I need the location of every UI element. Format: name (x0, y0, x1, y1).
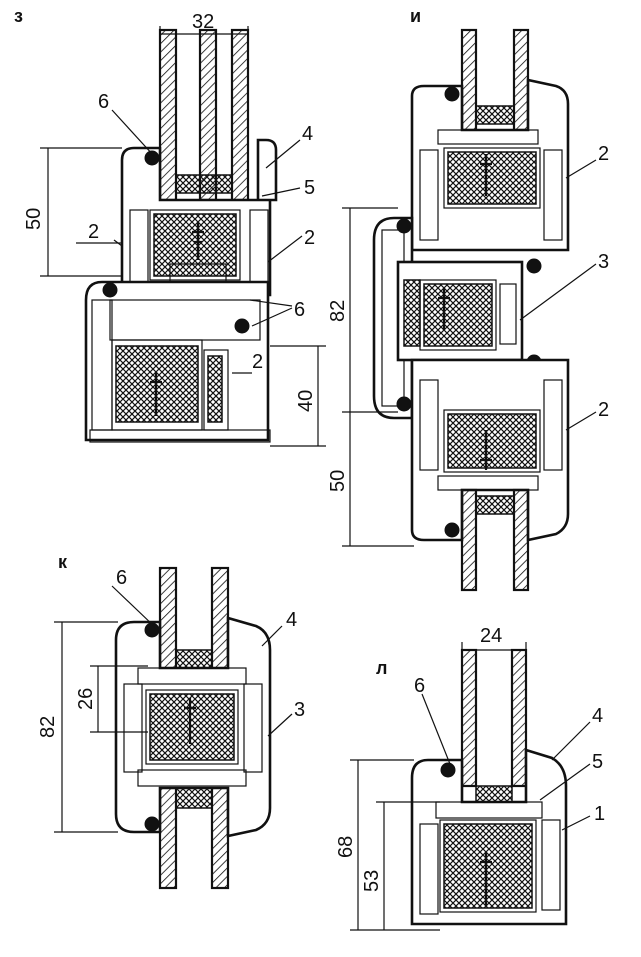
glass-pane (512, 28, 530, 132)
callout-3: 3 (598, 251, 609, 273)
callout-2-lower: 2 (598, 399, 609, 421)
callout-5: 5 (592, 751, 603, 773)
glass-pane (230, 28, 250, 202)
panel-z: з 32 50 (14, 6, 326, 447)
callout-3: 3 (294, 699, 305, 721)
glass-pane (512, 488, 530, 592)
dim-height-left: 50 (23, 208, 45, 230)
panel-i-letter: и (410, 6, 421, 26)
gasket (102, 282, 118, 298)
callout-6: 6 (98, 91, 109, 113)
callout-1: 1 (594, 803, 605, 825)
dim-gap-b: 2 (252, 351, 263, 373)
gasket (234, 318, 250, 334)
glass-pane (510, 648, 528, 788)
callout-6: 6 (116, 567, 127, 589)
glass-pane (460, 28, 478, 132)
dim-height-inner: 26 (75, 688, 97, 710)
callout-4: 4 (592, 705, 603, 727)
dim-height-inner: 53 (361, 870, 383, 892)
callout-2-upper: 2 (598, 143, 609, 165)
dim-width: 32 (192, 11, 214, 33)
dim-height-outer: 68 (335, 836, 357, 858)
glass-pane (460, 648, 478, 788)
dim-height-upper: 82 (327, 300, 349, 322)
dim-height-lower: 50 (327, 470, 349, 492)
spacer-seal (175, 174, 233, 194)
gasket (144, 150, 160, 166)
panel-i: и (327, 6, 609, 592)
panel-z-letter: з (14, 6, 23, 26)
callout-6b: 6 (294, 299, 305, 321)
glass-pane (460, 488, 478, 592)
dim-gap-a: 2 (88, 221, 99, 243)
dim-height-outer: 82 (37, 716, 59, 738)
panel-l-letter: л (376, 658, 387, 678)
callout-4: 4 (286, 609, 297, 631)
callout-4: 4 (302, 123, 313, 145)
callout-5: 5 (304, 177, 315, 199)
panel-l: л 24 68 53 6 4 5 1 (335, 625, 605, 931)
dim-height-right: 40 (295, 390, 317, 412)
glass-pane (158, 28, 178, 202)
callout-2: 2 (304, 227, 315, 249)
callout-6: 6 (414, 675, 425, 697)
dim-width: 24 (480, 625, 502, 647)
panel-k-letter: к (58, 552, 68, 572)
panel-k: к 82 26 6 4 3 (37, 552, 305, 890)
